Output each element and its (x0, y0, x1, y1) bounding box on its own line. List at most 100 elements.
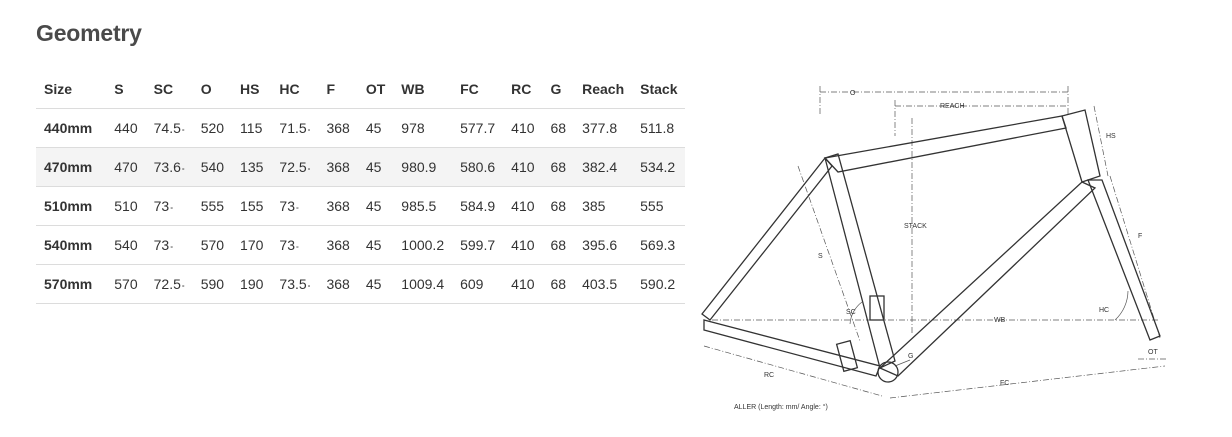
cable-port (835, 339, 859, 373)
rc-label: RC (764, 372, 774, 379)
cell-hc-value: 72.5 (279, 159, 307, 175)
cell-hc-value: 73 (279, 237, 295, 253)
cell-fc: 577.7 (452, 108, 504, 148)
cell-g: 68 (542, 264, 575, 304)
sc-angle-arc (849, 301, 863, 325)
column-header-rc: RC (503, 70, 543, 109)
degree-mark: ° (181, 129, 185, 136)
cell-hc: 73° (271, 225, 319, 265)
seat-stay (701, 156, 833, 321)
wb-label: WB (994, 317, 1006, 324)
table-row: 470mm 470 73.6° 540 135 72.5° 368 45 980… (36, 147, 686, 187)
cell-o: 555 (192, 186, 233, 226)
table-row: 440mm 440 74.5° 520 115 71.5° 368 45 978… (36, 108, 686, 148)
cell-stack: 569.3 (632, 225, 686, 265)
cell-ot: 45 (357, 225, 394, 265)
cell-wb: 1000.2 (393, 225, 453, 265)
column-header-ot: OT (357, 70, 394, 109)
cell-s: 570 (106, 264, 146, 304)
seat-tube (824, 153, 896, 369)
cell-fc: 609 (452, 264, 504, 304)
cell-hc: 71.5° (271, 108, 319, 148)
cell-sc: 72.5° (145, 264, 193, 304)
cell-o: 540 (192, 147, 233, 187)
cell-g: 68 (542, 186, 575, 226)
cell-f: 368 (318, 186, 358, 226)
cell-hc-value: 71.5 (279, 120, 307, 136)
cell-hs: 190 (232, 264, 272, 304)
cell-ot: 45 (357, 147, 394, 187)
cell-rc: 410 (503, 264, 543, 304)
cell-s: 470 (106, 147, 146, 187)
degree-mark: ° (170, 246, 174, 253)
cell-rc: 410 (503, 225, 543, 265)
column-header-hc: HC (271, 70, 319, 109)
degree-mark: ° (307, 168, 311, 175)
cell-hc-value: 73 (279, 198, 295, 214)
cell-g: 68 (542, 147, 575, 187)
cell-o: 520 (192, 108, 233, 148)
degree-mark: ° (307, 129, 311, 136)
g-label: G (908, 353, 913, 360)
cell-hs: 135 (232, 147, 272, 187)
f-label: F (1138, 233, 1142, 240)
cell-fc: 580.6 (452, 147, 504, 187)
cell-hs: 155 (232, 186, 272, 226)
cell-sc: 73.6° (145, 147, 193, 187)
cell-wb: 978 (393, 108, 453, 148)
cell-f: 368 (318, 147, 358, 187)
cell-hc-value: 73.5 (279, 276, 307, 292)
o-dimension (819, 86, 1069, 116)
cell-f: 368 (318, 264, 358, 304)
cell-stack: 511.8 (632, 108, 686, 148)
cell-reach: 403.5 (574, 264, 633, 304)
cell-rc: 410 (503, 108, 543, 148)
column-header-stack: Stack (632, 70, 686, 109)
cell-sc: 73° (145, 186, 193, 226)
sc-label: SC (846, 309, 856, 316)
cell-rc: 410 (503, 186, 543, 226)
cell-ot: 45 (357, 108, 394, 148)
cell-wb: 1009.4 (393, 264, 453, 304)
reach-label: REACH (940, 103, 965, 110)
cell-size: 470mm (36, 147, 107, 187)
cell-hc: 72.5° (271, 147, 319, 187)
cell-size: 440mm (36, 108, 107, 148)
degree-mark: ° (181, 285, 185, 292)
cell-reach: 385 (574, 186, 633, 226)
cell-size: 570mm (36, 264, 107, 304)
column-header-fc: FC (452, 70, 504, 109)
front-derailleur-mount (869, 295, 885, 321)
reach-dimension (894, 100, 1068, 136)
cell-sc-value: 72.5 (153, 276, 181, 292)
cell-s: 440 (106, 108, 146, 148)
rc-dimension (703, 345, 883, 397)
diagram-caption: ALLER (Length: mm/ Angle: °) (734, 403, 828, 411)
column-header-reach: Reach (574, 70, 633, 109)
o-label: O (850, 90, 856, 97)
hc-angle-arc (1114, 290, 1129, 321)
cell-size: 540mm (36, 225, 107, 265)
degree-mark: ° (170, 207, 174, 214)
cell-ot: 45 (357, 264, 394, 304)
cell-size: 510mm (36, 186, 107, 226)
table-row: 540mm 540 73° 570 170 73° 368 45 1000.2 … (36, 225, 686, 265)
cell-sc: 74.5° (145, 108, 193, 148)
cell-g: 68 (542, 108, 575, 148)
cell-ot: 45 (357, 186, 394, 226)
fc-dimension (889, 365, 1166, 399)
cell-wb: 985.5 (393, 186, 453, 226)
table-header-row: Size S SC O HS HC F OT WB FC RC G Reach … (36, 70, 686, 109)
cell-sc: 73° (145, 225, 193, 265)
cell-sc-value: 73 (153, 237, 170, 253)
cell-o: 570 (192, 225, 233, 265)
page-title: Geometry (36, 20, 142, 46)
column-header-size: Size (36, 70, 107, 109)
cell-rc: 410 (503, 147, 543, 187)
geometry-table: Size S SC O HS HC F OT WB FC RC G Reach … (36, 70, 686, 304)
table-row: 570mm 570 72.5° 590 190 73.5° 368 45 100… (36, 264, 686, 304)
top-tube (823, 115, 1067, 173)
bottom-bracket (877, 361, 899, 383)
g-dimension (894, 359, 911, 367)
column-header-sc: SC (145, 70, 193, 109)
